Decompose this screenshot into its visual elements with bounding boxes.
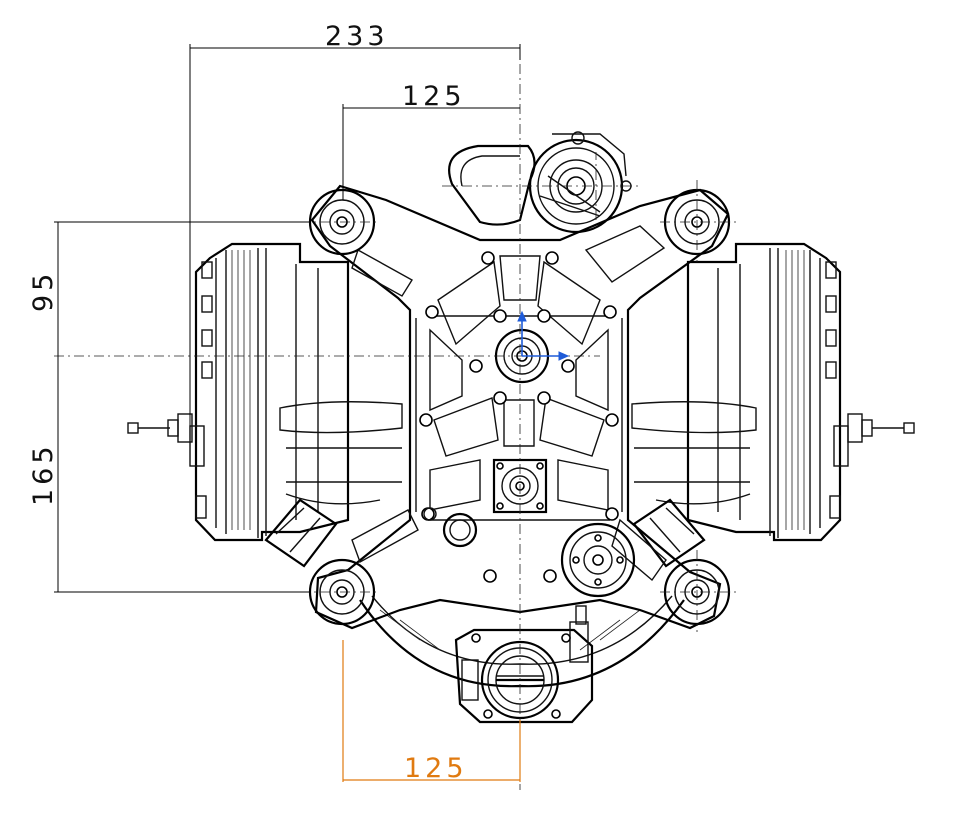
dimension-95: 95 (28, 221, 310, 356)
right-cylinder-head (631, 242, 849, 542)
left-stud (127, 413, 193, 443)
center-lines (54, 44, 740, 790)
right-stud (847, 413, 915, 443)
dimension-233: 233 (189, 21, 521, 440)
left-intake-port (264, 498, 338, 568)
dimension-125-top: 125 (342, 81, 520, 200)
dimension-125-top-label: 125 (402, 81, 466, 112)
dimension-125-bottom-label: 125 (404, 753, 468, 784)
dimension-165-label: 165 (28, 442, 59, 506)
axis-marker (517, 310, 570, 361)
lower-left-plug (423, 507, 478, 548)
pulley-cover (448, 131, 632, 234)
left-cylinder-head (189, 242, 403, 542)
plate-pockets (351, 225, 667, 582)
dimension-125-bottom: 125 (342, 640, 521, 784)
dimension-233-label: 233 (325, 21, 389, 52)
water-pump (560, 522, 636, 598)
dimension-95-label: 95 (28, 270, 59, 312)
dimension-165: 165 (28, 356, 310, 593)
